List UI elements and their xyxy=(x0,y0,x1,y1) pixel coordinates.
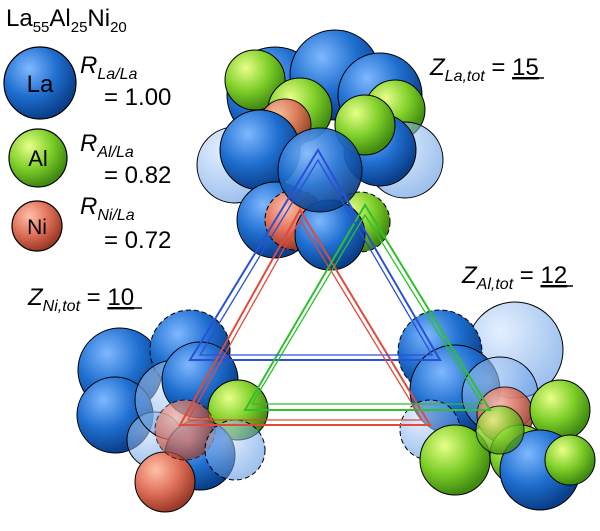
legend-label-ni: Ni xyxy=(27,216,47,239)
triangle-al xyxy=(243,203,492,411)
legend-value-al: = 0.82 xyxy=(104,162,171,189)
legend-item-al: Al RAl/La = 0.82 xyxy=(8,128,171,189)
legend-label-la: La xyxy=(27,71,54,98)
coordination-triangles xyxy=(178,148,492,426)
legend-ratio-al: RAl/La xyxy=(80,130,134,161)
legend-value-ni: = 0.72 xyxy=(104,227,171,254)
coordination-label-al: ZAl,tot = 12 xyxy=(461,262,567,293)
legend-item-ni: Ni RNi/La = 0.72 xyxy=(11,193,171,254)
ni-cluster xyxy=(76,309,269,513)
legend-value-la: = 1.00 xyxy=(104,84,171,111)
la-cluster xyxy=(196,29,444,271)
legend-item-la: La RLa/La = 1.00 xyxy=(3,46,171,120)
legend-ratio-ni: RNi/La xyxy=(80,193,135,224)
legend-label-al: Al xyxy=(28,146,48,171)
triangle-la xyxy=(188,148,442,361)
triangle-ni xyxy=(178,208,432,426)
legend-ratio-la: RLa/La xyxy=(80,52,137,83)
legend: La RLa/La = 1.00 Al RAl/La = 0.82 Ni RNi… xyxy=(3,46,171,254)
al-sphere-icon xyxy=(8,128,68,188)
ni-sphere-icon xyxy=(11,200,63,252)
composition-title: La55Al25Ni20 xyxy=(6,5,127,36)
al-cluster xyxy=(397,301,596,511)
coordination-label-la: ZLa,tot = 15 xyxy=(429,54,539,85)
la-sphere-icon xyxy=(3,46,77,120)
coordination-label-ni: ZNi,tot = 10 xyxy=(27,284,134,315)
